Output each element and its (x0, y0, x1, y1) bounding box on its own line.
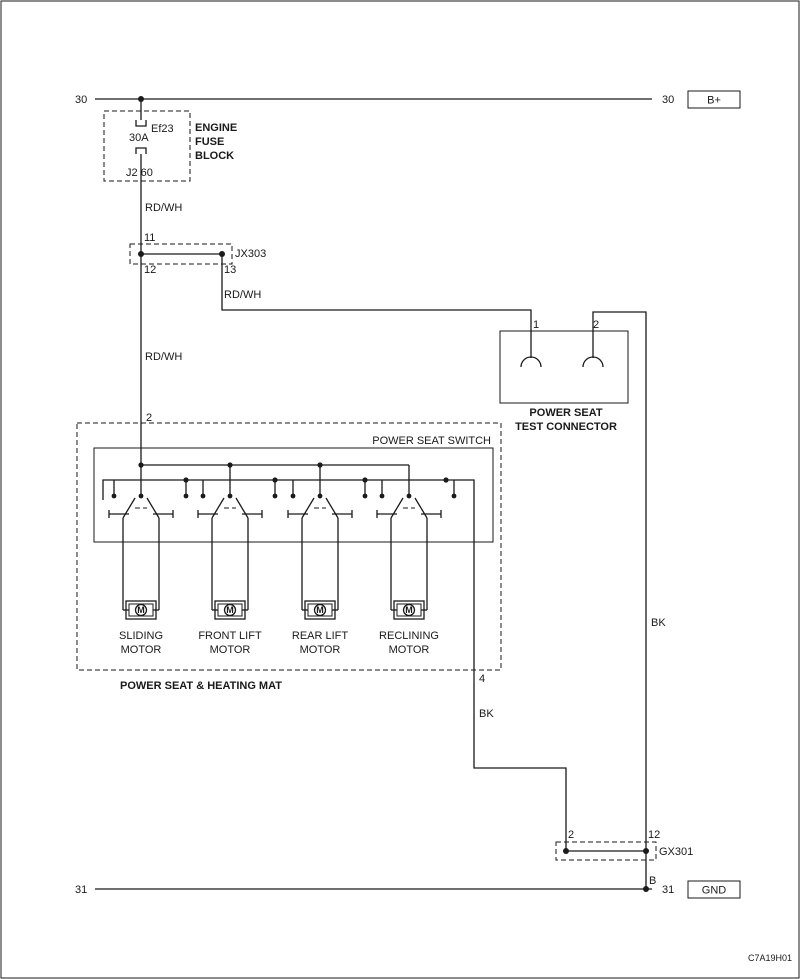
fuse-block-label-line2: FUSE (195, 136, 224, 148)
b-plus-tag (687, 90, 741, 109)
motor-4: M RECLINING MOTOR (379, 518, 439, 656)
switch-ground-bus (102, 479, 446, 500)
module-ground-lead (446, 479, 475, 670)
motor-label-line2: MOTOR (389, 644, 430, 656)
test-connector-label-line2: TEST CONNECTOR (515, 421, 617, 433)
rail-30-right-label: 30 (662, 94, 674, 106)
fuse-rating: 30A (129, 132, 149, 144)
b-plus-tag-label: B+ (707, 95, 721, 107)
motor-icon: M (214, 600, 246, 620)
wire-label-rdwh-1: RD/WH (145, 202, 182, 214)
motor-symbol: M (137, 605, 145, 615)
switch-contacts (108, 465, 457, 519)
motor-label-line1: FRONT LIFT (198, 630, 262, 642)
test-connector-body (499, 330, 629, 404)
motor-1: M SLIDING MOTOR (119, 518, 163, 656)
motor-label-line2: MOTOR (121, 644, 162, 656)
motor-icon: M (393, 600, 425, 620)
wire-label-bk-2: BK (479, 708, 494, 720)
engine-fuse-block: Ef23 30A J2 60 ENGINE FUSE BLOCK (103, 99, 237, 182)
power-seat-switch (93, 447, 494, 543)
wire-label-rdwh-2: RD/WH (224, 289, 261, 301)
fuse-block-label-line1: ENGINE (195, 122, 237, 134)
motor-label-line2: MOTOR (210, 644, 251, 656)
motor-icon: M (304, 600, 336, 620)
switch-contact-4 (376, 465, 457, 519)
motor-label-line1: REAR LIFT (292, 630, 349, 642)
motor-symbol: M (316, 605, 324, 615)
rail-31-left-label: 31 (75, 884, 87, 896)
motor-3: M REAR LIFT MOTOR (292, 518, 349, 656)
module-label: POWER SEAT & HEATING MAT (120, 680, 282, 692)
connector-gx301: 2 12 GX301 (555, 829, 693, 861)
motor-symbol: M (226, 605, 234, 615)
gnd-tag (687, 880, 741, 899)
ground-point-b-label: B (649, 875, 656, 887)
figure-code: C7A19H01 (748, 953, 792, 963)
gnd-tag-label: GND (702, 885, 727, 897)
battery-rail: 30 30 B+ (75, 90, 741, 109)
switch-contact-1 (108, 465, 189, 519)
wire-module-to-gx301 (473, 670, 567, 851)
wire-jx303-to-test-connector (221, 254, 532, 331)
connector-jx303: 11 12 13 JX303 (129, 232, 266, 276)
fuse-block-outline (103, 110, 191, 182)
jx303-pin-top: 11 (144, 232, 155, 244)
test-connector-terminal-2-icon (582, 356, 604, 368)
gx301-pin-left: 2 (568, 829, 574, 841)
power-seat-heating-mat-module: 2 POWER SEAT & HEATING MAT POWER SEAT SW… (76, 412, 502, 692)
power-seat-test-connector: 1 2 POWER SEAT TEST CONNECTOR (499, 319, 629, 433)
test-connector-pin-2: 2 (593, 319, 599, 331)
rail-31-right-label: 31 (662, 884, 674, 896)
wire-test-connector-to-ground (592, 311, 647, 889)
motor-label-line1: RECLINING (379, 630, 439, 642)
fuse-pins: J2 60 (126, 167, 153, 179)
ground-rail: 31 B 31 GND (75, 875, 741, 899)
jx303-outline (129, 243, 233, 265)
motor-2: M FRONT LIFT MOTOR (198, 518, 262, 656)
jx303-name: JX303 (235, 248, 266, 260)
module-outline (76, 422, 502, 671)
gx301-name: GX301 (659, 846, 693, 858)
switch-contact-3 (287, 465, 368, 519)
module-pin-in: 2 (146, 412, 152, 424)
fuse-block-label-line3: BLOCK (195, 150, 234, 162)
motor-icon: M (125, 600, 157, 620)
wire-label-rdwh-3: RD/WH (145, 351, 182, 363)
wire-label-bk-1: BK (651, 617, 666, 629)
motor-symbol: M (405, 605, 413, 615)
gx301-pin-right: 12 (648, 829, 660, 841)
test-connector-label-line1: POWER SEAT (529, 407, 602, 419)
motor-label-line2: MOTOR (300, 644, 341, 656)
switch-label: POWER SEAT SWITCH (372, 435, 491, 447)
test-connector-terminal-1-icon (520, 356, 542, 368)
jx303-pin-left: 12 (144, 264, 156, 276)
test-connector-pin-1: 1 (533, 319, 539, 331)
motor-label-line1: SLIDING (119, 630, 163, 642)
rail-30-left-label: 30 (75, 94, 87, 106)
fuse-ef23-icon (135, 120, 147, 154)
ground-splice-dot (643, 886, 649, 892)
gx301-outline (555, 841, 657, 861)
module-pin-out: 4 (479, 673, 485, 685)
jx303-pin-right: 13 (224, 264, 236, 276)
fuse-id: Ef23 (151, 123, 174, 135)
switch-contact-2 (197, 465, 278, 519)
